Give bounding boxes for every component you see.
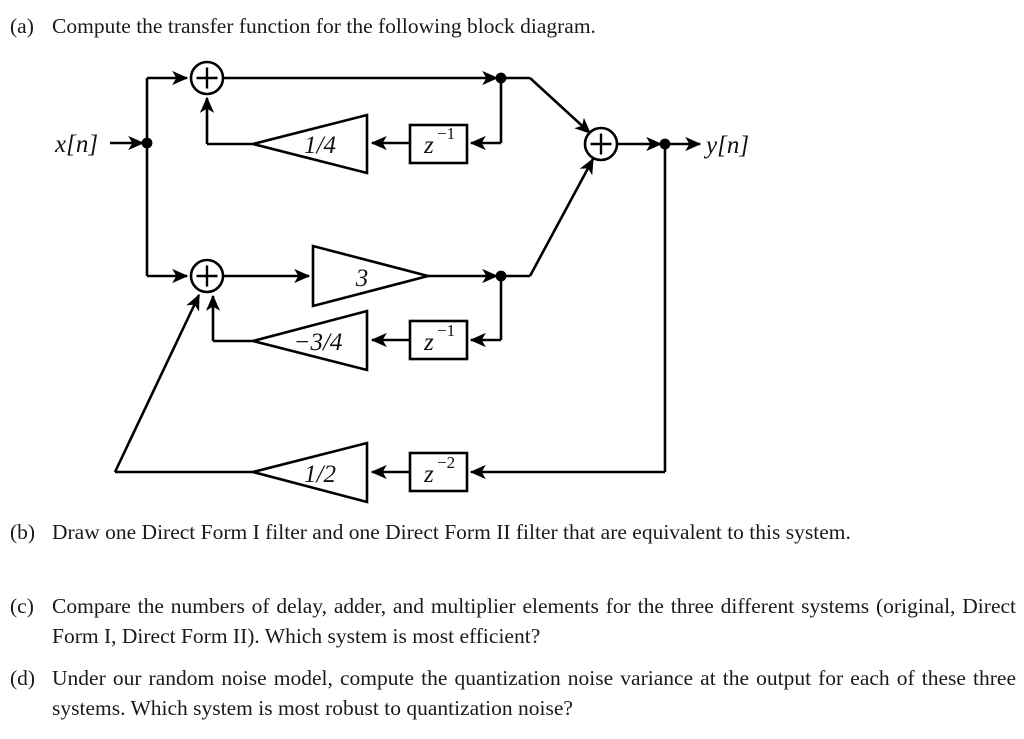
delay-top-box: [408, 123, 469, 165]
wire-top-to-output-adder: [529, 77, 591, 134]
output-label: y[n]: [703, 132, 749, 159]
question-label-b: (b): [10, 520, 36, 544]
question-text-a: Compute the transfer function for the fo…: [52, 14, 596, 38]
question-text-c: Compare the numbers of delay, adder, and…: [52, 594, 1016, 648]
delay-top-exponent: −1: [437, 124, 455, 143]
delay-bottom-label: z −2: [423, 453, 455, 488]
question-item-a: (a) Compute the transfer function for th…: [10, 12, 1016, 42]
question-label-a: (a): [10, 14, 34, 38]
gain-quarter-label: 1/4: [304, 132, 336, 159]
gain-neg-three-quarters-triangle: [247, 309, 369, 372]
junction-dot-middle: [495, 270, 507, 282]
delay-middle-exponent: −1: [437, 321, 455, 340]
gain-three-triangle: [311, 244, 434, 308]
wire-middle-to-output-adder: [528, 157, 595, 277]
delay-bottom-base: z: [423, 461, 434, 488]
input-label: x[n]: [54, 131, 98, 158]
delay-middle-base: z: [423, 329, 434, 356]
question-text-b: Draw one Direct Form I filter and one Di…: [52, 520, 851, 544]
delay-middle-label: z −1: [423, 321, 455, 356]
gain-quarter-triangle: [252, 113, 369, 175]
question-item-c: (c) Compare the numbers of delay, adder,…: [10, 592, 1016, 651]
delay-bottom-exponent: −2: [437, 453, 455, 472]
gain-half-triangle: [247, 441, 369, 504]
gain-three-label: 3: [355, 265, 369, 292]
question-label-d: (d): [10, 666, 36, 690]
junction-dot-input: [141, 137, 153, 149]
gain-half-label: 1/2: [304, 461, 336, 488]
question-item-d: (d) Under our random noise model, comput…: [10, 664, 1016, 723]
delay-middle-box: [408, 319, 469, 361]
delay-top-label: z −1: [423, 124, 455, 159]
block-diagram: x[n] y[n] 1/4 3 −3/4 1/2 z −1 z −1 z −2: [0, 45, 800, 515]
wire-gain-half-to-adder-middle: [113, 293, 201, 473]
junction-dot-output: [659, 138, 671, 150]
question-text-d: Under our random noise model, compute th…: [52, 666, 1016, 720]
question-label-c: (c): [10, 594, 34, 618]
question-item-b: (b) Draw one Direct Form I filter and on…: [10, 518, 1016, 548]
gain-neg-three-quarters-label: −3/4: [294, 329, 343, 356]
junction-dot-top: [495, 72, 507, 84]
delay-top-base: z: [423, 132, 434, 159]
